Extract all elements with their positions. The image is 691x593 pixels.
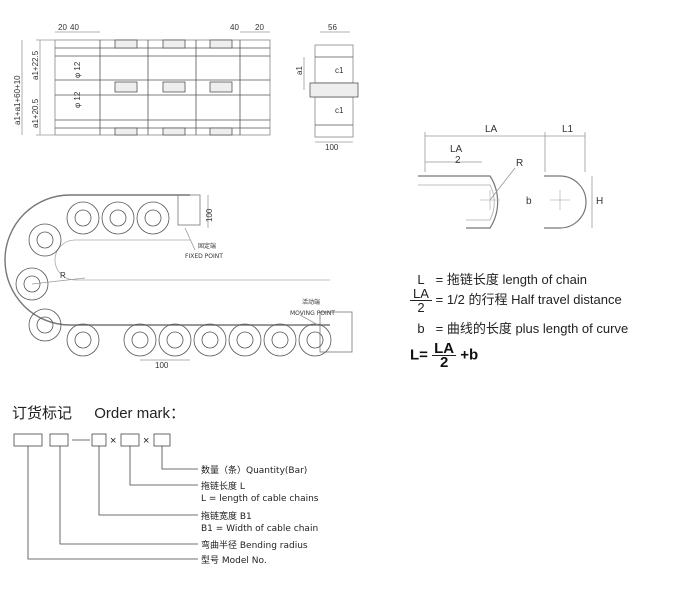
order-length-en: L = length of cable chains [201, 494, 319, 504]
dim-20-left: 20 [58, 23, 67, 32]
dim-a1-22-5: a1+22.5 [31, 50, 40, 80]
dim-100-bottom: 100 [155, 361, 169, 370]
travel-diagram [418, 132, 593, 229]
label-l1: L1 [562, 124, 574, 135]
label-la-half-den: 2 [455, 155, 461, 166]
dim-c1-top: c1 [335, 66, 344, 75]
dim-100-vertical: 100 [205, 208, 214, 222]
dim-a1-total: a1+a1+60+10 [13, 75, 22, 125]
phi-12-top: φ 12 [73, 61, 82, 78]
dim-56: 56 [328, 23, 337, 32]
formula-den: 2 [439, 354, 449, 371]
dim-a1-section: a1 [295, 66, 304, 75]
dim-40-left: 40 [70, 23, 79, 32]
dim-c1-bottom: c1 [335, 106, 344, 115]
order-title-cn: 订货标记 [12, 405, 73, 422]
order-mark-title: 订货标记 Order mark： [12, 402, 203, 423]
legend-curve: b = 曲线的长度 plus length of curve [410, 318, 628, 337]
dim-40-right: 40 [230, 23, 239, 32]
label-h: H [596, 196, 603, 207]
dim-20-right: 20 [255, 23, 264, 32]
legend-l-text: = 拖链长度 length of chain [435, 272, 588, 287]
legend-l-symbol: L [417, 272, 425, 287]
section-view [303, 31, 359, 143]
order-title-en: Order mark： [94, 405, 186, 422]
legend-la-text: = 1/2 的行程 Half travel distance [435, 291, 622, 307]
order-x-2: × [143, 435, 149, 447]
formula-rhs: +b [460, 346, 479, 364]
legend-b-symbol: b [417, 321, 425, 336]
order-quantity: 数量（条）Quantity(Bar) [201, 466, 308, 476]
order-model: 型号 Model No. [201, 556, 267, 566]
order-boxes [13, 433, 198, 560]
phi-12-bottom: φ 12 [73, 91, 82, 108]
legend-half-travel: LA 2 = 1/2 的行程 Half travel distance [410, 287, 622, 314]
fixed-point-cn: 固定端 [198, 242, 216, 250]
order-length-cn: 拖链长度 L [201, 482, 245, 492]
dim-100-section: 100 [325, 143, 339, 152]
label-la-half-num: LA [450, 144, 463, 155]
label-r: R [516, 158, 523, 169]
legend-la-den: 2 [417, 300, 425, 315]
legend-length: L = 拖链长度 length of chain [410, 269, 587, 288]
legend-la-num: LA [410, 287, 432, 301]
moving-point-en: MOVING POINT [290, 310, 335, 317]
label-la: LA [485, 124, 498, 135]
label-b: b [526, 196, 532, 207]
order-width-cn: 拖链宽度 B1 [201, 512, 252, 522]
order-x-1: × [110, 435, 116, 447]
legend-b-text: = 曲线的长度 plus length of curve [435, 321, 629, 336]
formula-num: LA [432, 340, 457, 357]
chain-side-view [4, 194, 353, 361]
formula-lhs: L= [410, 346, 428, 364]
radius-r-chain: R [60, 271, 66, 280]
fixed-point-en: FIXED POINT [185, 253, 223, 260]
dim-a1-20-5: a1+20.5 [31, 98, 40, 128]
order-width-en: B1 = Width of cable chain [201, 524, 319, 534]
chain-plan-view [21, 31, 271, 136]
length-formula: L= LA 2 +b [410, 340, 479, 371]
order-radius: 弯曲半径 Bending radius [201, 541, 308, 551]
moving-point-cn: 活动端 [302, 298, 320, 306]
